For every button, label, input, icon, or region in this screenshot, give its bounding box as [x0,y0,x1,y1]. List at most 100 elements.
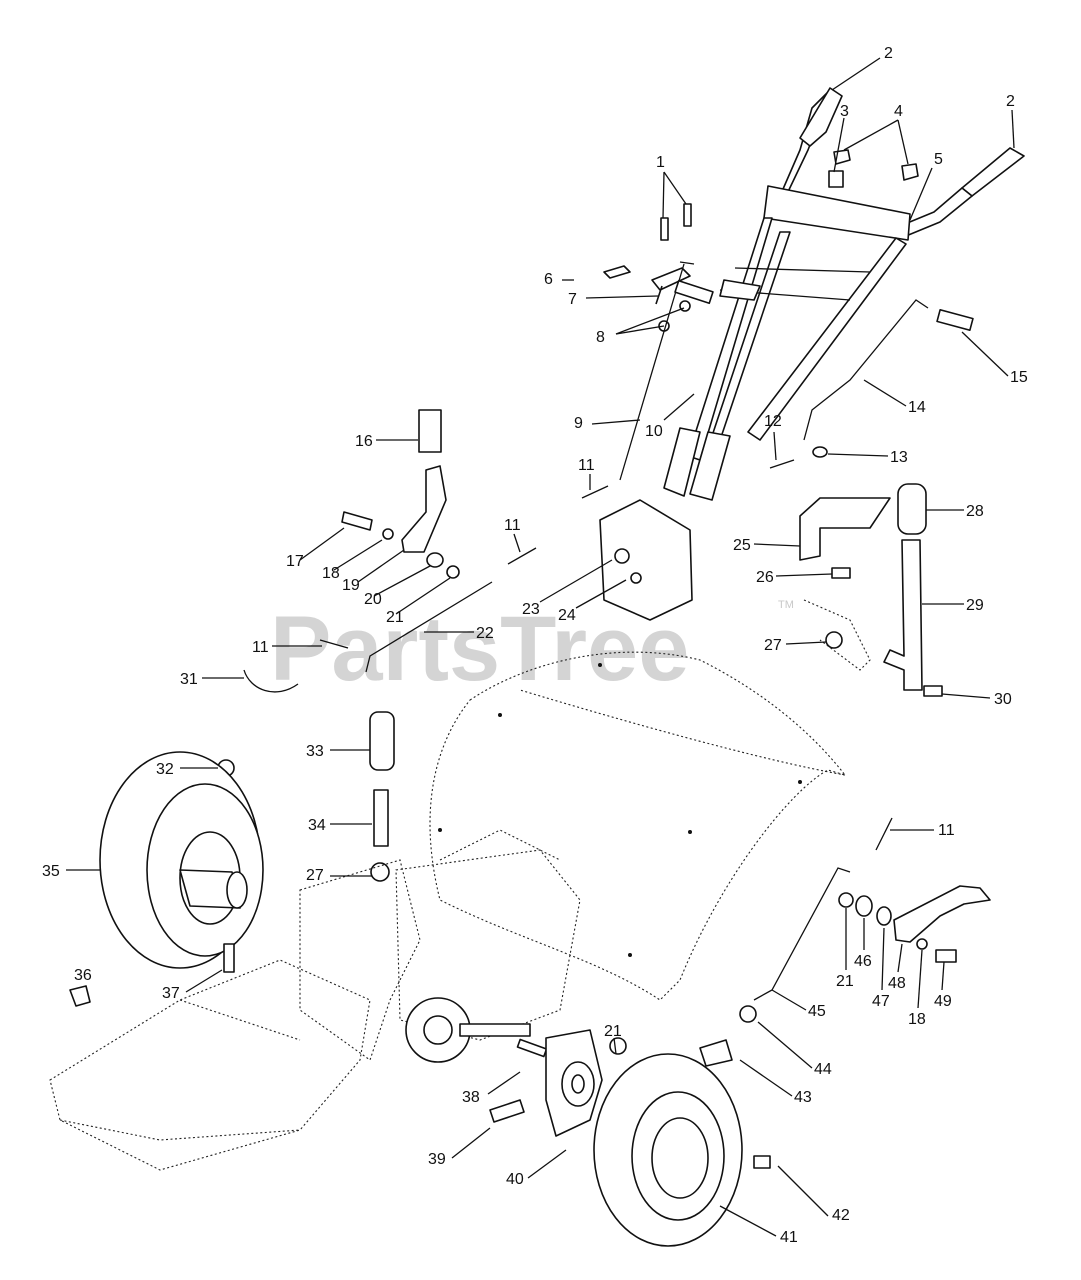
callout-leader-line [941,693,991,699]
callout-number-35: 35 [42,863,60,880]
callout-number-49: 49 [934,993,952,1010]
callout-number-36: 36 [74,967,92,984]
callout-number-39: 39 [428,1151,446,1168]
callout-leader-line [917,949,923,1009]
part-25-bracket [799,497,891,561]
callout-number-7: 7 [568,291,577,308]
callout-leader-line [897,943,903,973]
callout-number-2: 2 [1006,93,1015,110]
callout-leader-line [185,969,223,993]
callout-leader-line [451,1127,491,1159]
callout-number-25: 25 [733,537,751,554]
part-41-wheel-right [593,1053,743,1247]
callout-leader-line [753,543,801,547]
part-35-wheel-left [99,751,264,969]
part-29-lever [883,539,923,691]
callout-leader-line [513,533,521,553]
part-13-washer [812,446,828,458]
callout-number-5: 5 [934,151,943,168]
callout-number-27: 27 [306,867,324,884]
part-45-rod [753,867,851,1001]
part-40-hub [545,1029,603,1137]
part-11-hairpins [319,485,893,851]
callout-number-21: 21 [386,609,404,626]
callout-number-21: 21 [604,1023,622,1040]
callout-number-22: 22 [476,625,494,642]
callout-number-43: 43 [794,1089,812,1106]
callout-number-29: 29 [966,597,984,614]
callout-number-8: 8 [596,329,605,346]
callout-leader-line [373,565,431,597]
callout-number-19: 19 [342,577,360,594]
part-26-bolt [831,567,851,579]
part-47-washer [876,906,892,926]
callout-number-11: 11 [252,639,269,656]
part-27-lever-ghost [803,599,871,671]
callout-number-47: 47 [872,993,890,1010]
part-18-spacer [382,528,394,540]
callout-number-16: 16 [355,433,373,450]
part-23-24-bracket [599,499,693,621]
part-33-grip [369,711,395,771]
part-36-clip [69,985,91,1007]
part-28-grip [897,483,927,535]
callout-number-38: 38 [462,1089,480,1106]
callout-leader-line [827,453,889,457]
part-12-pin [769,459,795,469]
watermark-text: PartsTree [270,598,689,700]
callout-number-30: 30 [994,691,1012,708]
part-21-nut-b [609,1037,627,1055]
part-20-washer [426,552,444,568]
callout-number-40: 40 [506,1171,524,1188]
callout-number-2: 2 [884,45,893,62]
callout-number-3: 3 [840,103,849,120]
callout-leader-line [662,171,665,219]
callout-leader-line [773,431,777,461]
part-6-wing-nut [603,265,631,279]
callout-number-23: 23 [522,601,540,618]
part-18-spacer-b [916,938,928,950]
handlebar-assembly [663,87,1025,501]
part-19-lever [401,465,447,553]
callout-number-27: 27 [764,637,782,654]
callout-number-11: 11 [938,822,955,839]
callout-leader-line [863,379,907,407]
part-21-nut-a [446,565,460,579]
part-44-nut [739,1005,757,1023]
callout-leader-line [357,549,405,583]
part-34-stand [373,789,389,847]
part-27-nut-b [370,862,390,882]
callout-number-17: 17 [286,553,304,570]
callout-leader-line [663,171,687,205]
callout-leader-line [663,393,695,421]
callout-leader-line [739,1059,793,1097]
callout-number-28: 28 [966,503,984,520]
callout-leader-line [757,1021,813,1069]
callout-leader-line [785,641,827,645]
part-38-key [516,1038,548,1058]
callout-number-1: 1 [656,154,665,171]
callout-number-37: 37 [162,985,180,1002]
callout-number-18: 18 [908,1011,926,1028]
callout-number-15: 15 [1010,369,1028,386]
callout-leader-line [299,527,345,561]
part-22-rod [365,581,493,673]
part-39-bolt [489,1099,525,1123]
chassis-frame [49,829,581,1171]
part-3-grip [828,170,844,188]
callout-leader-line [395,577,451,615]
part-1-bolts [660,203,692,241]
callout-leader-line [897,119,909,165]
callout-leader-line [881,927,885,991]
watermark-trademark: TM [778,599,794,611]
callout-leader-line [539,559,613,603]
part-43-fitting [699,1039,733,1067]
callout-number-11: 11 [578,457,595,474]
part-14-lever-rod [803,299,929,441]
callout-number-32: 32 [156,761,174,778]
callout-number-26: 26 [756,569,774,586]
callout-number-33: 33 [306,743,324,760]
callout-number-9: 9 [574,415,583,432]
